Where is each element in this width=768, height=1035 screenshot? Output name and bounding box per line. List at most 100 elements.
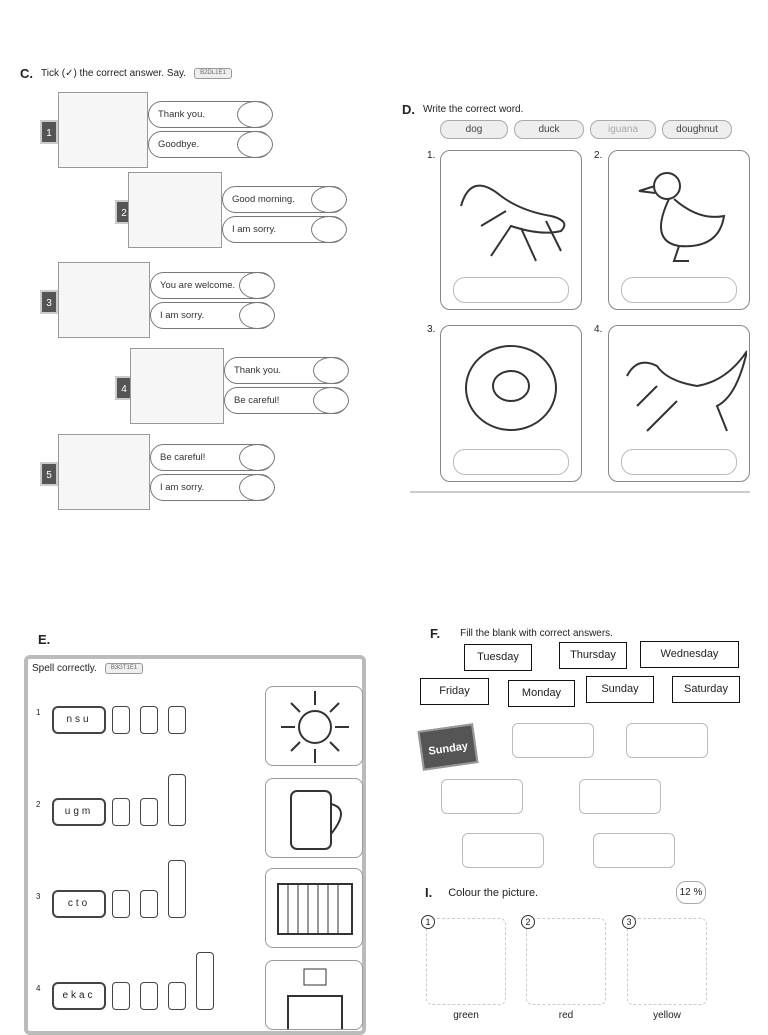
letter-box[interactable] bbox=[112, 706, 130, 734]
letter-box[interactable] bbox=[168, 860, 186, 918]
section-i-instruction: Colour the picture. bbox=[448, 886, 539, 899]
picture-number: 1 bbox=[421, 915, 435, 929]
card-number: 1. bbox=[427, 150, 436, 161]
tick-oval[interactable] bbox=[311, 185, 347, 213]
section-f-header: F. Fill the blank with correct answers. bbox=[430, 626, 613, 641]
section-f-letter: F. bbox=[430, 626, 441, 641]
letter-box[interactable] bbox=[140, 890, 158, 918]
audio-code-badge: B2DL1E1 bbox=[194, 68, 232, 79]
letter-box[interactable] bbox=[168, 774, 186, 826]
day-word: Saturday bbox=[672, 676, 740, 703]
letter-box[interactable] bbox=[112, 890, 130, 918]
tick-oval[interactable] bbox=[237, 100, 273, 128]
option-label: I am sorry. bbox=[160, 310, 205, 321]
colour-label: red bbox=[558, 1010, 574, 1021]
dog-picture bbox=[626, 350, 747, 432]
option-label: Be careful! bbox=[234, 395, 280, 406]
letter-box[interactable] bbox=[140, 798, 158, 826]
answer-option[interactable]: I am sorry. bbox=[222, 215, 347, 243]
sun-picture bbox=[265, 686, 363, 766]
tick-oval[interactable] bbox=[239, 473, 275, 501]
mug-picture bbox=[265, 778, 363, 858]
card-number: 3. bbox=[427, 324, 436, 335]
colour-label: yellow bbox=[653, 1010, 681, 1021]
letter-box[interactable] bbox=[196, 952, 214, 1010]
divider bbox=[410, 491, 750, 493]
option-label: You are welcome. bbox=[160, 280, 236, 291]
picture-number: 2 bbox=[521, 915, 535, 929]
day-word: Tuesday bbox=[464, 644, 532, 671]
answer-option[interactable]: I am sorry. bbox=[150, 473, 275, 501]
day-word: Thursday bbox=[559, 642, 627, 669]
letter-box[interactable] bbox=[140, 706, 158, 734]
colour-picture: 3 bbox=[622, 915, 707, 1005]
letter-box[interactable] bbox=[112, 982, 130, 1010]
tick-oval[interactable] bbox=[237, 130, 273, 158]
iguana-card bbox=[440, 150, 582, 310]
answer-option[interactable]: Goodbye. bbox=[148, 130, 273, 158]
answer-field[interactable] bbox=[453, 277, 569, 303]
answer-option[interactable]: I am sorry. bbox=[150, 301, 275, 329]
letter-box[interactable] bbox=[168, 706, 186, 734]
letter-box[interactable] bbox=[112, 798, 130, 826]
option-label: I am sorry. bbox=[160, 482, 205, 493]
answer-option[interactable]: Thank you. bbox=[224, 356, 349, 384]
day-word: Wednesday bbox=[640, 641, 739, 668]
scrambled-letters: cto bbox=[52, 890, 106, 918]
answer-option[interactable]: Be careful! bbox=[150, 443, 275, 471]
duck-card bbox=[608, 150, 750, 310]
section-d-instruction: Write the correct word. bbox=[423, 104, 524, 115]
letter-box[interactable] bbox=[140, 982, 158, 1010]
day-blank[interactable] bbox=[593, 833, 675, 868]
tick-oval[interactable] bbox=[313, 386, 349, 414]
scrambled-letters: nsu bbox=[52, 706, 106, 734]
day-word: Friday bbox=[420, 678, 489, 705]
option-label: I am sorry. bbox=[232, 224, 277, 235]
section-f-instruction: Fill the blank with correct answers. bbox=[460, 628, 613, 639]
answer-option[interactable]: Good morning. bbox=[222, 185, 347, 213]
item-number: 1 bbox=[36, 708, 41, 717]
tick-oval[interactable] bbox=[239, 271, 275, 299]
day-word: Sunday bbox=[586, 676, 654, 703]
answer-field[interactable] bbox=[621, 277, 737, 303]
day-blank[interactable] bbox=[441, 779, 523, 814]
item-number-badge: 5 bbox=[40, 462, 58, 486]
day-blank[interactable] bbox=[579, 779, 661, 814]
answer-option[interactable]: Be careful! bbox=[224, 386, 349, 414]
answer-option[interactable]: Thank you. bbox=[148, 100, 273, 128]
iguana-picture bbox=[460, 184, 566, 262]
letter-box[interactable] bbox=[168, 982, 186, 1010]
audio-code-badge: B3GT1E1 bbox=[104, 663, 144, 674]
item-number-badge: 1 bbox=[40, 120, 58, 144]
day-word: Monday bbox=[508, 680, 575, 707]
option-label: Be careful! bbox=[160, 452, 206, 463]
answer-field[interactable] bbox=[621, 449, 737, 475]
option-label: Thank you. bbox=[158, 109, 205, 120]
cake-picture bbox=[265, 960, 363, 1030]
option-label: Good morning. bbox=[232, 194, 295, 205]
word-chip: dog bbox=[440, 120, 508, 139]
doughnut-card bbox=[440, 325, 582, 482]
day-blank[interactable] bbox=[626, 723, 708, 758]
tick-oval[interactable] bbox=[239, 301, 275, 329]
dog-card bbox=[608, 325, 750, 482]
doughnut-picture bbox=[465, 345, 557, 431]
day-blank[interactable] bbox=[462, 833, 544, 868]
answer-option[interactable]: You are welcome. bbox=[150, 271, 275, 299]
item-number: 2 bbox=[36, 800, 41, 809]
scene-picture bbox=[128, 172, 222, 248]
section-c-header: C. Tick (✓) the correct answer. Say. B2D… bbox=[20, 66, 232, 81]
duck-picture bbox=[638, 172, 726, 262]
card-number: 4. bbox=[594, 324, 603, 335]
cot-picture bbox=[265, 868, 363, 948]
section-c-instruction: Tick (✓) the correct answer. Say. bbox=[41, 68, 187, 79]
tick-oval[interactable] bbox=[311, 215, 347, 243]
section-e-letter: E. bbox=[38, 632, 51, 647]
word-chip: iguana bbox=[590, 120, 656, 139]
day-blank[interactable] bbox=[512, 723, 594, 758]
score-badge: 12 % bbox=[676, 881, 706, 904]
tick-oval[interactable] bbox=[313, 356, 349, 384]
word-chip: doughnut bbox=[662, 120, 732, 139]
tick-oval[interactable] bbox=[239, 443, 275, 471]
answer-field[interactable] bbox=[453, 449, 569, 475]
